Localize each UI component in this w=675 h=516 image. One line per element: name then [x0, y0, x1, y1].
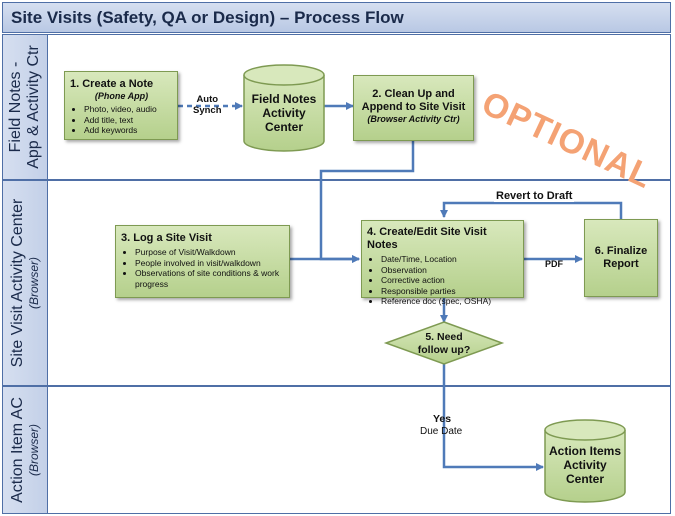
diagram-title: Site Visits (Safety, QA or Design) – Pro… [11, 8, 404, 27]
edit-notes-title: 4. Create/Edit Site Visit Notes [367, 226, 487, 251]
finalize-report-box: 6. Finalize Report [584, 219, 658, 297]
create-note-subtitle: (Phone App) [94, 91, 149, 101]
need-followup-line-1: 5. Need [425, 331, 462, 343]
clean-up-box: 2. Clean Up and Append to Site Visit (Br… [353, 75, 474, 141]
auto-synch-line-2: Synch [193, 105, 222, 116]
auto-synch-label: Auto Synch [193, 94, 222, 116]
clean-up-subtitle: (Browser Activity Ctr) [367, 114, 460, 124]
create-note-box: 1. Create a Note (Phone App) Photo, vide… [64, 71, 178, 140]
create-note-title: 1. Create a Note [70, 78, 154, 90]
arrow-revert-to-draft [440, 201, 623, 219]
action-items-center-line-1: Action Items [549, 444, 621, 458]
log-visit-box: 3. Log a Site Visit Purpose of Visit/Wal… [115, 225, 290, 298]
lane-label-action-item: Action Item AC (Browser) [3, 387, 48, 513]
lane-label-field-notes: Field Notes - App & Activity Ctr [3, 35, 48, 179]
create-note-item: Add keywords [84, 125, 173, 136]
field-notes-center-line-2: Activity [262, 106, 306, 120]
edit-notes-item: Date/Time, Location [381, 254, 519, 265]
lane-site-visit: Site Visit Activity Center (Browser) [2, 180, 671, 386]
revert-to-draft-label: Revert to Draft [494, 190, 575, 202]
edit-notes-item: Observation [381, 265, 519, 276]
lane-field-notes: Field Notes - App & Activity Ctr [2, 34, 671, 180]
edit-notes-item: Corrective action [381, 275, 519, 286]
clean-up-title-line-2: Append to Site Visit [361, 101, 466, 113]
field-notes-center-line-3: Center [265, 120, 303, 134]
title-bar: Site Visits (Safety, QA or Design) – Pro… [2, 2, 671, 33]
action-items-center-cylinder: Action Items Activity Center [544, 419, 626, 503]
lane-label-site-visit: Site Visit Activity Center (Browser) [3, 181, 48, 385]
finalize-line-2: Report [603, 258, 639, 270]
edit-notes-item: Reference doc (spec, OSHA) [381, 296, 519, 307]
log-visit-item: Purpose of Visit/Walkdown [135, 247, 285, 258]
need-followup-decision: 5. Need follow up? [383, 321, 505, 365]
field-notes-center-cylinder: Field Notes Activity Center [243, 64, 325, 152]
finalize-line-1: 6. Finalize [594, 245, 648, 257]
clean-up-title-line-1: 2. Clean Up and [372, 88, 455, 100]
lane-action-item: Action Item AC (Browser) [2, 386, 671, 514]
yes-label: Yes [433, 413, 452, 425]
log-visit-title: 3. Log a Site Visit [121, 232, 212, 244]
pdf-label: PDF [545, 259, 563, 269]
log-visit-item: People involved in visit/walkdown [135, 258, 285, 269]
due-date-label: Due Date [420, 426, 463, 437]
create-note-item: Photo, video, audio [84, 104, 173, 115]
need-followup-line-2: follow up? [418, 344, 471, 356]
edit-notes-box: 4. Create/Edit Site Visit Notes Date/Tim… [361, 220, 524, 306]
auto-synch-line-1: Auto [196, 94, 219, 105]
edit-notes-item: Responsible parties [381, 286, 519, 297]
create-note-item: Add title, text [84, 115, 173, 126]
action-items-center-line-3: Center [566, 472, 604, 486]
log-visit-item: Observations of site conditions & work p… [135, 268, 285, 289]
action-items-center-line-2: Activity [563, 458, 607, 472]
arrow-decision-to-action-items [442, 364, 544, 471]
field-notes-center-line-1: Field Notes [252, 92, 317, 106]
